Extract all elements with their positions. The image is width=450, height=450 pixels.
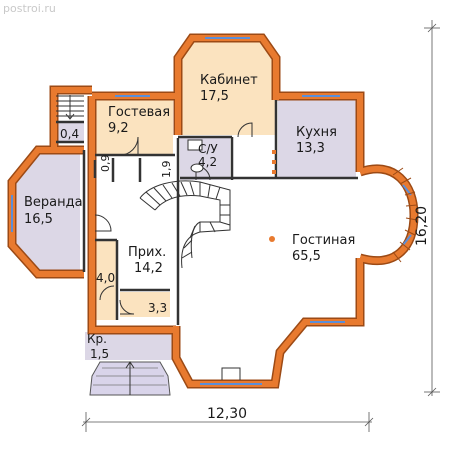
hallway-name: Прих. bbox=[128, 245, 166, 260]
living-room-floor bbox=[178, 170, 410, 380]
main-staircase bbox=[139, 180, 231, 269]
kitchen-name: Кухня bbox=[296, 125, 337, 140]
hallway-area: 14,2 bbox=[134, 261, 163, 276]
closet-04-floor bbox=[56, 122, 84, 142]
entry-area: 1,5 bbox=[90, 347, 109, 361]
entry-name: Кр. bbox=[87, 332, 107, 346]
bathroom-fixtures bbox=[187, 139, 204, 173]
living-room-name: Гостиная bbox=[292, 233, 355, 248]
small-staircase bbox=[56, 95, 84, 120]
entry-arrow bbox=[125, 361, 135, 395]
bathroom-name: С/У bbox=[198, 142, 218, 156]
watermark: postroi.ru bbox=[3, 2, 56, 15]
guest-room-name: Гостевая bbox=[108, 105, 170, 120]
area-label-19: 1,9 bbox=[160, 161, 173, 179]
guest-room-floor bbox=[95, 100, 173, 155]
doors bbox=[94, 122, 253, 380]
bay-window-hatch bbox=[392, 167, 418, 263]
living-room-area: 65,5 bbox=[292, 249, 321, 264]
guest-room-area: 9,2 bbox=[108, 121, 129, 136]
kitchen-area: 13,3 bbox=[296, 141, 325, 156]
kitchen-floor bbox=[278, 100, 356, 178]
area-label-09: 0,9 bbox=[99, 155, 112, 173]
column-markers bbox=[269, 150, 276, 242]
veranda-floor bbox=[14, 150, 80, 272]
area-label-40: 4,0 bbox=[96, 271, 115, 285]
area-label-33: 3,3 bbox=[148, 301, 167, 315]
study-name: Кабинет bbox=[200, 73, 258, 88]
height-dimension: 16,20 bbox=[414, 206, 430, 246]
veranda-name: Веранда bbox=[24, 195, 83, 210]
study-room-floor bbox=[178, 38, 276, 135]
width-dimension: 12,30 bbox=[207, 406, 247, 422]
entry-floor bbox=[85, 332, 173, 360]
dimension-lines bbox=[81, 20, 440, 432]
study-area: 17,5 bbox=[200, 89, 229, 104]
veranda-area: 16,5 bbox=[24, 212, 53, 227]
area-label-04: 0,4 bbox=[60, 127, 79, 141]
bathroom-area: 4,2 bbox=[198, 155, 217, 169]
